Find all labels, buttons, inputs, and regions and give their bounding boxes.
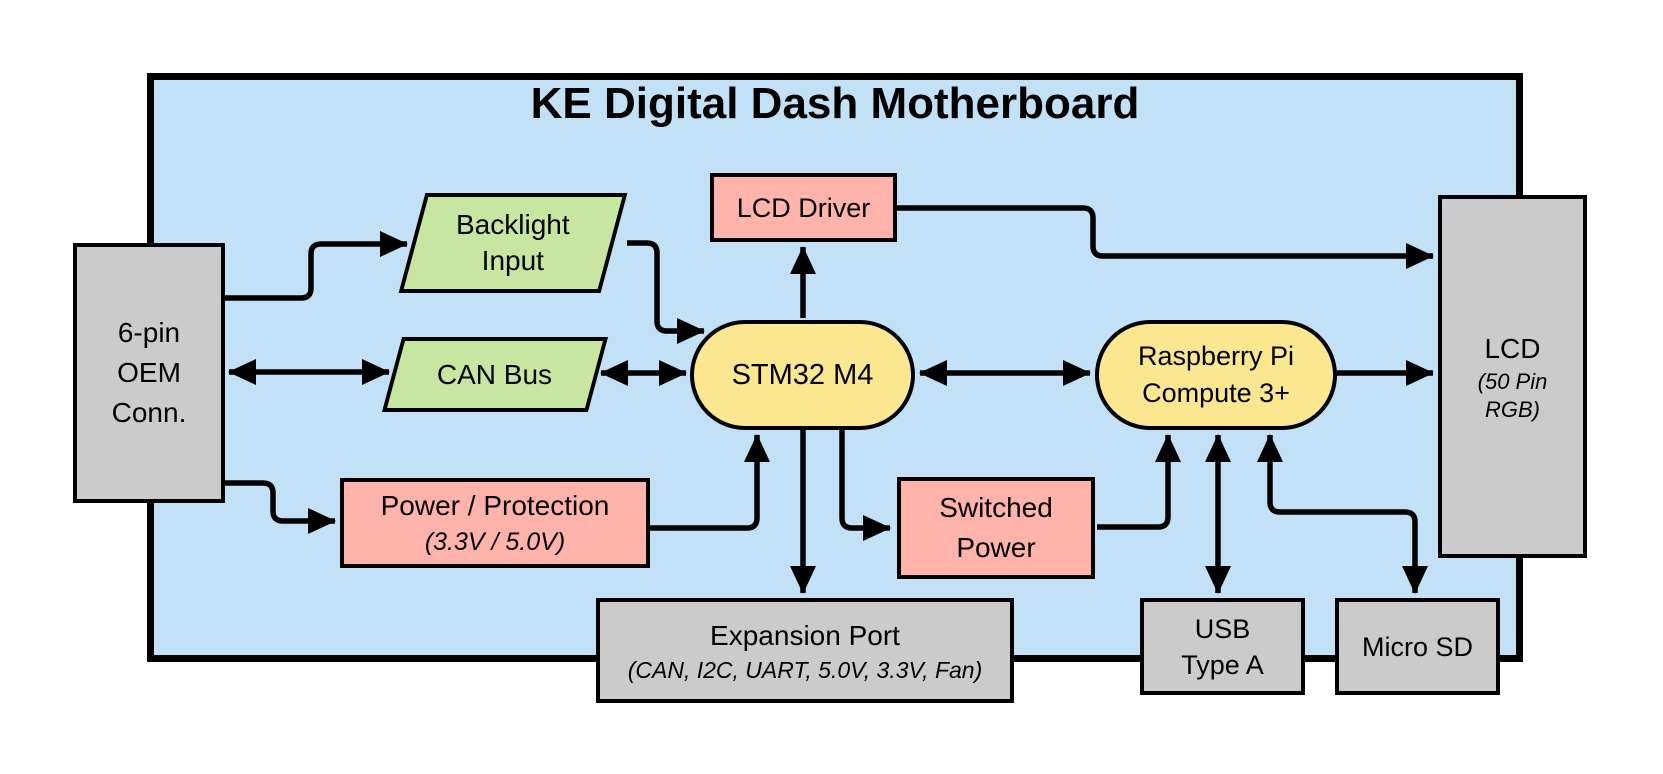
lcd-driver-node: LCD Driver (710, 173, 897, 242)
edge-switched-to-rpi (1097, 434, 1181, 530)
edge-oem-to-backlight (225, 231, 408, 301)
edge-stm32-to-switched (839, 430, 891, 541)
edge-backlight-to-stm32 (627, 240, 705, 344)
oem-connector-node: 6-pin OEM Conn. (73, 243, 225, 503)
backlight-input-label-line2: Input (481, 245, 545, 276)
lcd-driver-label: LCD Driver (736, 192, 871, 223)
power-protection-sublabel: (3.3V / 5.0V) (424, 528, 566, 556)
usb-type-a-label-line2: Type A (1181, 649, 1264, 680)
backlight-input-node: Backlight Input (398, 193, 628, 293)
raspberry-pi-node: Raspberry Pi Compute 3+ (1095, 320, 1337, 430)
usb-type-a-node: USB Type A (1140, 598, 1305, 695)
can-bus-label: CAN Bus (437, 358, 553, 390)
usb-type-a-label-line1: USB (1194, 613, 1251, 644)
expansion-port-label: Expansion Port (710, 619, 900, 651)
edge-oem-to-power (225, 480, 336, 534)
lcd-sublabel-line1: (50 Pin (1477, 368, 1548, 394)
raspberry-pi-label-line2: Compute 3+ (1142, 378, 1290, 408)
expansion-port-sublabel: (CAN, I2C, UART, 5.0V, 3.3V, Fan) (627, 656, 983, 683)
micro-sd-node: Micro SD (1335, 598, 1500, 695)
oem-connector-label-line2: OEM (117, 357, 181, 388)
oem-connector-label-line1: 6-pin (117, 317, 181, 348)
backlight-input-label-line1: Backlight (456, 209, 570, 240)
lcd-label: LCD (1484, 332, 1541, 364)
oem-connector-label-line3: Conn. (111, 397, 187, 428)
power-protection-label: Power / Protection (380, 490, 610, 521)
lcd-sublabel-line2: RGB) (1485, 396, 1540, 422)
power-protection-node: Power / Protection (3.3V / 5.0V) (340, 478, 650, 568)
micro-sd-label: Micro SD (1361, 631, 1473, 662)
edge-lcddriver-to-lcd (897, 205, 1434, 269)
can-bus-node: CAN Bus (381, 337, 609, 412)
edge-power-to-stm32 (650, 434, 770, 531)
switched-power-node: Switched Power (897, 477, 1095, 579)
diagram-title: KE Digital Dash Motherboard (530, 79, 1140, 128)
stm32-label: STM32 M4 (731, 359, 874, 391)
raspberry-pi-label-line1: Raspberry Pi (1137, 341, 1295, 371)
edge-microsd-rpi-bidir (1257, 434, 1428, 594)
stm32-node: STM32 M4 (690, 320, 915, 430)
lcd-node: LCD (50 Pin RGB) (1438, 195, 1587, 558)
switched-power-label-line2: Power (956, 532, 1036, 563)
switched-power-label-line1: Switched (939, 492, 1053, 523)
expansion-port-node: Expansion Port (CAN, I2C, UART, 5.0V, 3.… (596, 598, 1014, 703)
